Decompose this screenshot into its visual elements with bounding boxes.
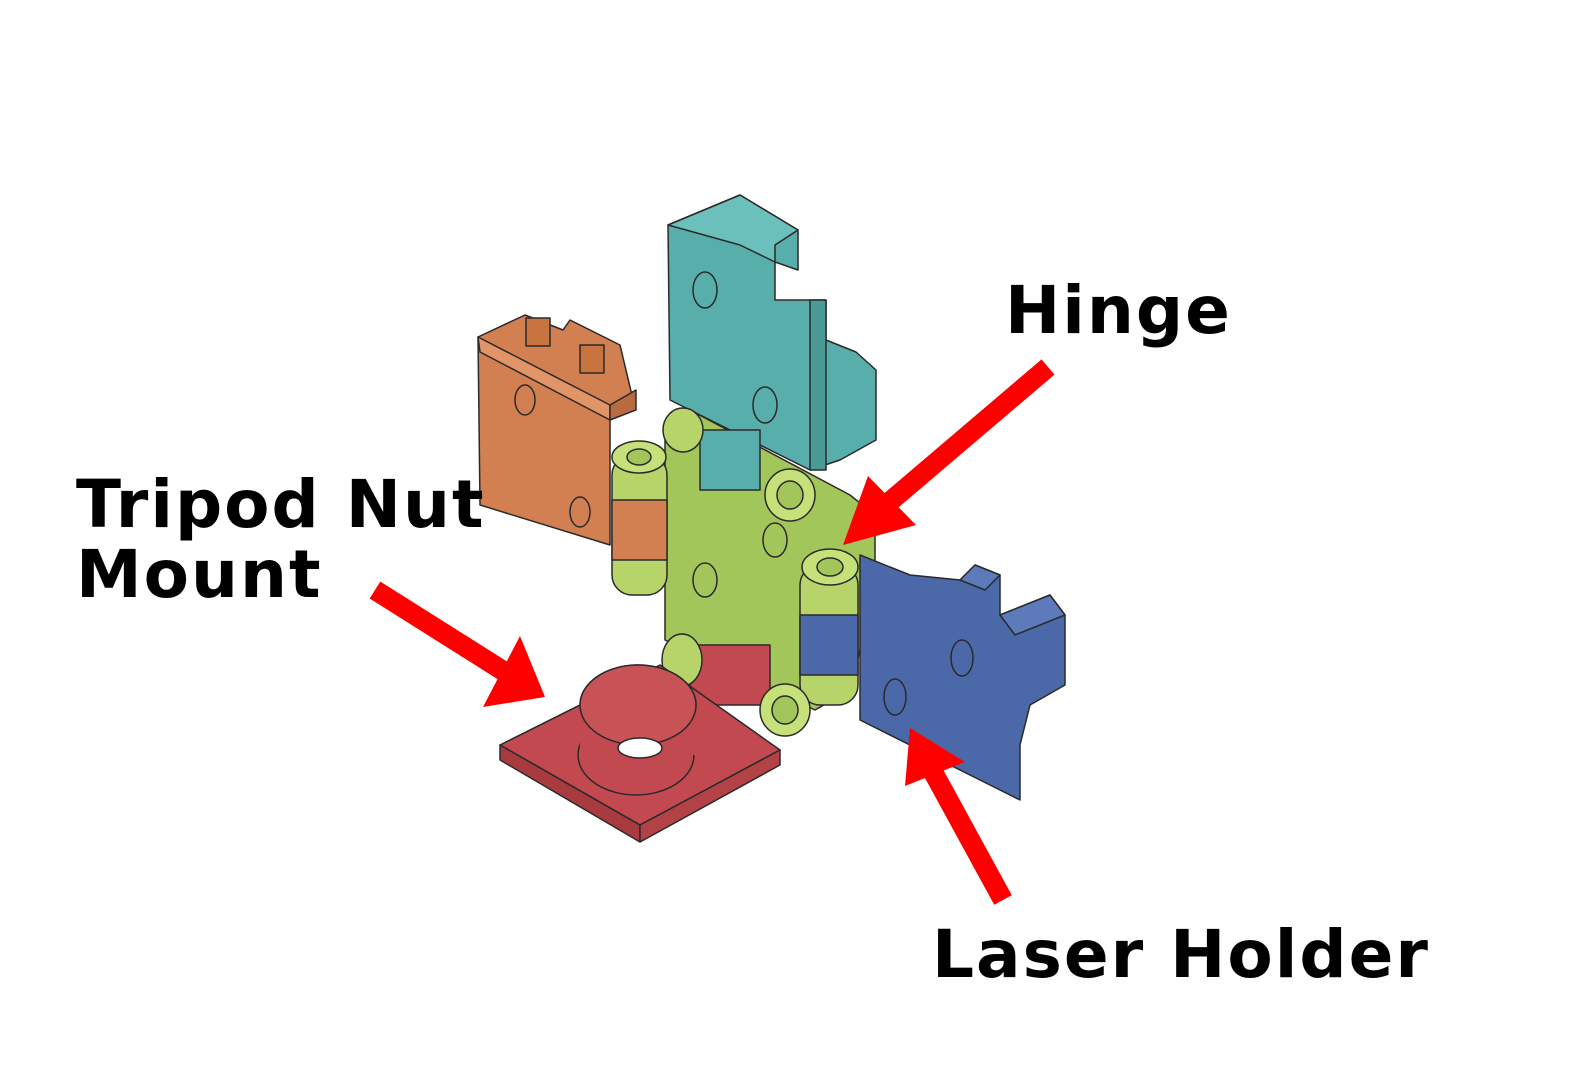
tripod-arrow (369, 581, 545, 707)
hinge-arrow (843, 359, 1055, 545)
tripod-nut-label-line2: Mount (76, 536, 323, 613)
laser-holder-label: Laser Holder (932, 916, 1430, 993)
teal-part (667, 194, 877, 471)
red-tripod-mount (499, 664, 781, 843)
laser-arrow (905, 728, 1012, 905)
hinge-label: Hinge (1005, 272, 1232, 349)
tripod-nut-label-line1: Tripod Nut (76, 466, 486, 543)
green-hinge (611, 407, 876, 737)
orange-part (477, 314, 637, 546)
